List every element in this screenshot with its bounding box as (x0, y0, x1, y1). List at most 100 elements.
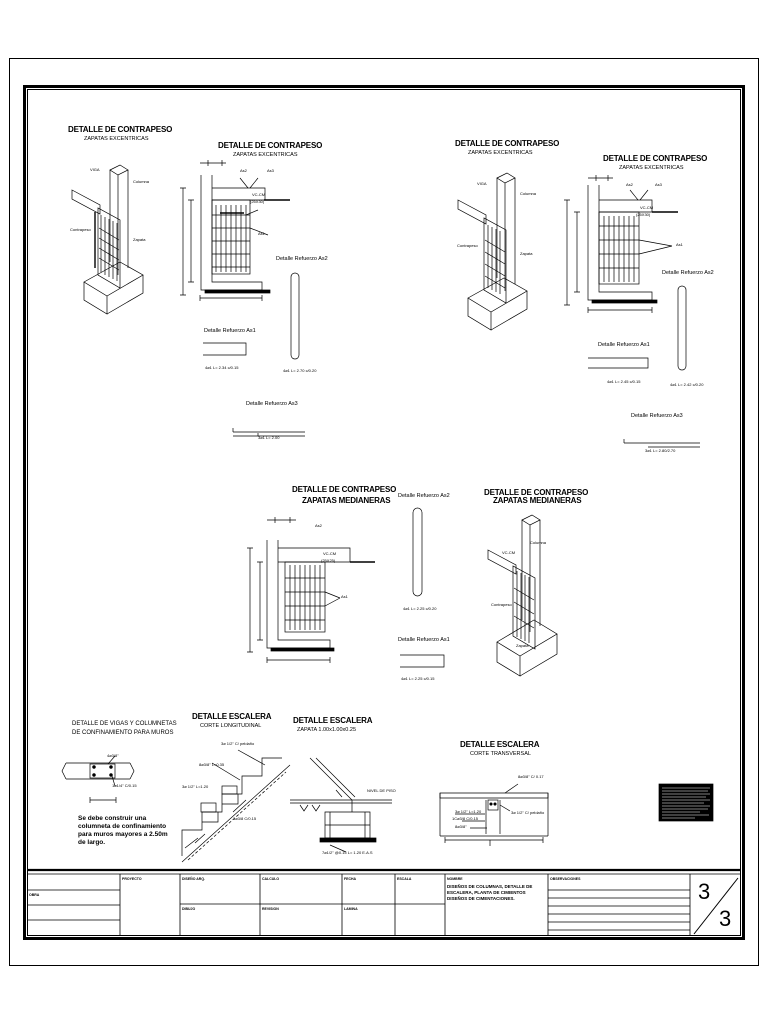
label-esc-b: 8ø3/8" L=0.35 (199, 762, 225, 767)
label-vc-3: VC-CM (502, 550, 516, 555)
label-as2-sec1: As2 (240, 168, 247, 173)
label-esc-t4: 8ø3/8" (455, 824, 467, 829)
bar-as2-2 (677, 285, 687, 371)
tb-descripcion-label: NOMBRE (447, 877, 463, 881)
label-refuerzo-as2-3: Detalle Refuerzo As2 (398, 493, 450, 499)
label-vc-dim-sec2: (25X30) (636, 212, 651, 217)
subtitle-vigas: DE CONFINAMIENTO PARA MUROS (72, 730, 174, 736)
iso-contrapeso-1 (71, 164, 144, 315)
label-viga-d2: 1ø1/4" C/0.15 (112, 783, 137, 788)
label-zapata-2: Zapata (520, 251, 533, 256)
bar-as1-3 (400, 654, 445, 668)
label-esc-a: 3ø 1/2" C/ peldaño (221, 741, 255, 746)
label-vc-sec1: VC-CM (252, 192, 266, 197)
drawing-inner-border (27, 89, 741, 936)
label-vc-dim-sec1: (25X30) (250, 199, 265, 204)
label-zapata-3: Zapata (516, 643, 529, 648)
sheet-total: 3 (719, 906, 732, 931)
label-contrapeso-3: Contrapeso (491, 602, 512, 607)
subtitle-escalera-2: ZAPATA 1.00x1.00x0.25 (297, 727, 357, 733)
drawing-sheet (9, 58, 759, 966)
subtitle-contrapeso-1: ZAPATAS EXCENTRICAS (84, 136, 149, 142)
label-contrapeso-2: Contrapeso (457, 243, 478, 248)
label-refuerzo-as3-1: Detalle Refuerzo As3 (246, 401, 298, 407)
bar-as1-2 (588, 357, 649, 369)
label-as1-sec3: As1 (341, 594, 348, 599)
bar-as1-1 (203, 342, 247, 356)
note-refuerzo-as1-1: 4ø1 L= 2.34 c/0.15 (205, 365, 239, 370)
section-contrapeso-1 (180, 160, 290, 301)
tb-lamina-label: LAMINA (344, 907, 358, 911)
tb-disenio-label: DISEÑO ARQ. (182, 877, 206, 881)
title-block-lines (27, 868, 741, 936)
label-as2-sec3: As2 (315, 523, 322, 528)
label-esc-zapata: 7ø1/2" @0.15 L= 1.20 E.A.S (322, 850, 373, 855)
tb-proyecto-label: PROYECTO (122, 877, 142, 881)
bar-as2-1 (290, 272, 300, 360)
label-nivel-piso: NIVEL DE PISO (367, 788, 396, 793)
label-columna-3: Columna (530, 540, 547, 545)
tb-revision-label: REVISION (262, 907, 279, 911)
label-refuerzo-as2-1: Detalle Refuerzo As2 (276, 256, 328, 262)
sheet-number: 3 (698, 879, 711, 904)
general-notes-block (658, 783, 714, 822)
escalera-transversal (439, 783, 549, 846)
iso-contrapeso-3 (487, 514, 558, 677)
tb-fecha-label: FECHA (344, 877, 357, 881)
subtitle-contrapeso-5: ZAPATAS MEDIANERAS (302, 496, 391, 505)
subtitle-contrapeso-4: ZAPATAS EXCENTRICAS (619, 165, 684, 171)
label-vc-sec3: VC-CM (323, 551, 337, 556)
label-viga-1: VIGA (90, 167, 100, 172)
tb-escala-label: ESCALA (397, 877, 412, 881)
section-contrapeso-3 (247, 517, 375, 663)
label-as1-sec1: As1 (258, 231, 265, 236)
bar-as3-1 (232, 428, 305, 433)
tb-descripcion: DISEÑOS DE COLUMNAS, DETALLE DE ESCALERA… (447, 884, 533, 902)
label-columna-2: Columna (520, 191, 537, 196)
tb-obra-label: OBRA (29, 893, 40, 897)
label-viga-2: VIGA (477, 181, 487, 186)
section-contrapeso-2 (564, 175, 678, 313)
label-zapata-1: Zapata (133, 237, 146, 242)
tb-dibujo-label: DIBUJO (182, 907, 196, 911)
label-as3-sec2: As3 (655, 182, 662, 187)
iso-contrapeso-2 (457, 172, 528, 331)
label-contrapeso-1: Contrapeso (70, 227, 91, 232)
label-viga-d1: 4ø3/8" (107, 753, 119, 758)
title-escalera-2: DETALLE ESCALERA (293, 716, 373, 725)
label-columna-1: Columna (133, 179, 150, 184)
subtitle-escalera-1: CORTE LONGITUDINAL (200, 723, 262, 729)
viga-confinamiento (61, 755, 135, 803)
title-contrapeso-5: DETALLE DE CONTRAPESO (292, 485, 397, 494)
note-refuerzo-as1-3: 4ø1 L= 2.25 c/0.15 (401, 676, 435, 681)
label-as2-sec2: As2 (626, 182, 633, 187)
label-refuerzo-as3-2: Detalle Refuerzo As3 (631, 413, 683, 419)
label-esc-d: 1ø3/8 C/0.15 (233, 816, 257, 821)
label-as3-sec1: As3 (267, 168, 274, 173)
title-escalera-1: DETALLE ESCALERA (192, 712, 272, 721)
escalera-zapata (290, 757, 392, 853)
title-contrapeso-3: DETALLE DE CONTRAPESO (455, 139, 560, 148)
subtitle-contrapeso-6: ZAPATAS MEDIANERAS (493, 496, 582, 505)
title-contrapeso-2: DETALLE DE CONTRAPESO (218, 141, 323, 150)
title-contrapeso-4: DETALLE DE CONTRAPESO (603, 154, 708, 163)
note-refuerzo-as3-1: 3ø1 L= 2.00 (258, 435, 280, 440)
subtitle-contrapeso-2: ZAPATAS EXCENTRICAS (233, 152, 298, 158)
label-vc-sec2: VC-CM (640, 205, 654, 210)
note-refuerzo-as1-2: 4ø1 L= 2.45 c/0.15 (607, 379, 641, 384)
label-refuerzo-as1-2: Detalle Refuerzo As1 (598, 342, 650, 348)
label-esc-t2: 3ø 1/2" L=1.20 (455, 809, 482, 814)
label-vc-dim-sec3: (25X25) (321, 558, 336, 563)
label-refuerzo-as2-2: Detalle Refuerzo As2 (662, 270, 714, 276)
label-esc-c: 3ø 1/2" L=1.20 (182, 784, 209, 789)
bar-as2-3 (412, 507, 423, 597)
drawing-border (23, 85, 745, 940)
label-refuerzo-as1-1: Detalle Refuerzo As1 (204, 328, 256, 334)
note-refuerzo-as2-3: 4ø1 L= 2.25 c/0.20 (403, 606, 437, 611)
bar-as3-2 (623, 439, 700, 448)
note-refuerzo-as3-2: 3ø1 L= 2.80/2.70 (645, 448, 676, 453)
subtitle-escalera-3: CORTE TRANSVERSAL (470, 751, 531, 757)
tb-observaciones-label: OBSERVACIONES (550, 877, 581, 881)
tb-calculo-label: CALCULO (262, 877, 280, 881)
